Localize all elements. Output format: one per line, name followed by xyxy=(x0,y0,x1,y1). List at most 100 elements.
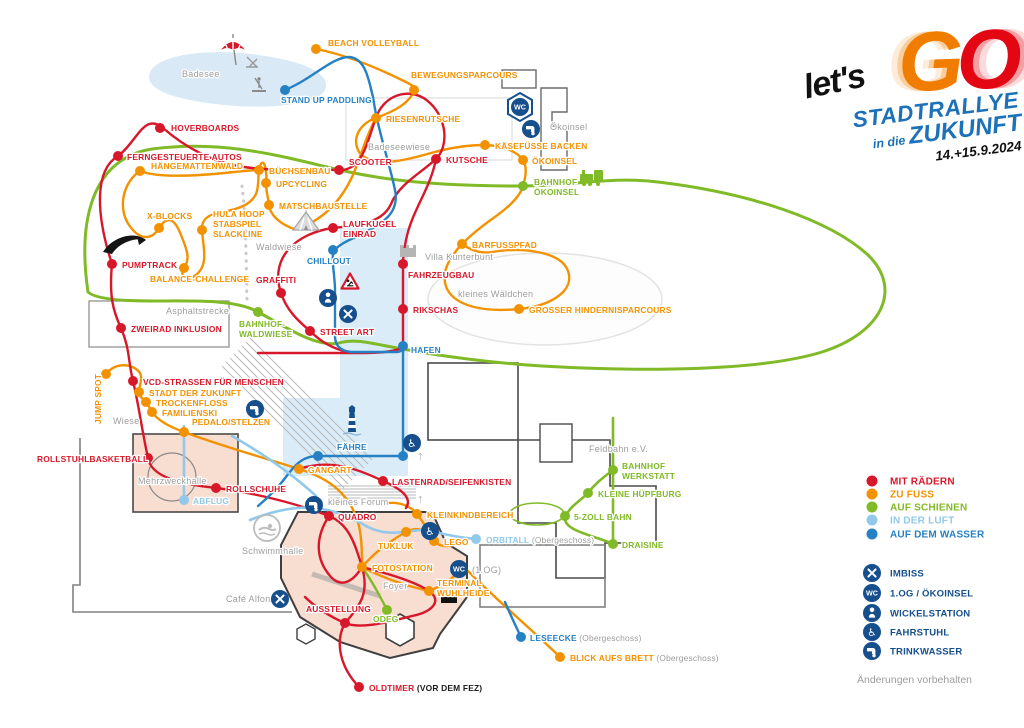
pumptrack-label: PUMPTRACK xyxy=(122,260,177,270)
feldbahn-building xyxy=(539,423,573,463)
lastenrad-seifenkisten-dot xyxy=(378,476,388,486)
legend-lightblue-dot xyxy=(866,514,878,526)
station-gangart: GANGART xyxy=(294,464,354,476)
places-layer: BadeseeBadeseewieseÖkoinselWaldwieseVill… xyxy=(112,68,649,605)
station-odeg: ODEG xyxy=(372,605,400,625)
villa-icon xyxy=(400,245,416,257)
place-asphaltstrecke: Asphaltstrecke xyxy=(166,306,229,316)
station-kleine-huepfburg: KLEINE HÜPFBURG xyxy=(583,488,683,500)
event-logo: let's GO STADTRALLYE in dieZUKUNFT 14.+1… xyxy=(790,11,1023,171)
wc-icon xyxy=(507,91,533,123)
station-leseecke: LESEECKE (Obergeschoss) xyxy=(516,632,643,644)
ausstellung-label: AUSSTELLUNG xyxy=(306,604,371,614)
station-grosser-hindernisparcours: GROSSER HINDERNISPARCOURS xyxy=(514,304,673,316)
station-jump-spot: JUMP SPOT xyxy=(92,369,111,425)
station-draisine: DRAISINE xyxy=(608,539,665,551)
station-fotostation: FOTOSTATION xyxy=(357,562,434,574)
legend-imbiss-label: IMBISS xyxy=(890,569,924,580)
legend-blue-dot xyxy=(866,528,878,540)
service-icons-layer xyxy=(246,91,540,609)
fotostation-dot xyxy=(357,562,367,572)
hoverboards-label: HOVERBOARDS xyxy=(171,123,239,133)
kutsche-label: KUTSCHE xyxy=(446,155,488,165)
balance-challenge-dot xyxy=(179,263,189,273)
wc-icon xyxy=(450,560,468,578)
legend-orange-label: ZU FUSS xyxy=(890,490,934,501)
place-kleines-waeldchen: kleines Wäldchen xyxy=(458,289,533,299)
fuenf-zoll-bahn-dot xyxy=(560,511,570,521)
route-terminal-loop xyxy=(303,565,437,627)
gangart-dot xyxy=(294,464,304,474)
odeg-label: ODEG xyxy=(373,614,398,624)
blick-aufs-brett-label: BLICK AUFS BRETT (Obergeschoss) xyxy=(570,653,719,663)
trail-dotted xyxy=(240,184,249,302)
fahrzeugbau-dot xyxy=(398,259,408,269)
legend-green-label: AUF SCHIENEN xyxy=(890,503,967,514)
station-scooter: SCOOTER xyxy=(334,156,393,175)
lighthouse-icon xyxy=(342,405,362,436)
oekoinsel-building xyxy=(540,87,568,171)
route-zu-fuss-scooter xyxy=(292,116,378,231)
imbiss-icon xyxy=(338,304,358,324)
abflug-label: ABFLUG xyxy=(193,496,229,506)
scooter-label: SCOOTER xyxy=(349,157,392,167)
place-feldbahn: Feldbahn e.V. xyxy=(589,444,648,454)
familienski-label: FAMILIENSKI xyxy=(162,408,217,418)
mehrzweckhalle-ring xyxy=(147,452,197,502)
wickelstation-icon xyxy=(319,289,337,307)
route-zu-fuss-links xyxy=(138,168,261,177)
rikschas-label: RIKSCHAS xyxy=(413,305,459,315)
route-zu-fuss-waeldchen xyxy=(443,242,571,312)
legend-route-blue: AUF DEM WASSER xyxy=(866,528,985,541)
station-trockenfloss: TROCKENFLOSS xyxy=(141,397,229,409)
route-orbitall xyxy=(248,506,478,541)
station-lastenrad-seifenkisten: LASTENRAD/SEIFENKISTEN xyxy=(378,476,512,488)
jump-spot-dot xyxy=(101,369,111,379)
station-haengemattenwald: HÄNGEMATTENWALD xyxy=(135,160,244,176)
faehre-dot xyxy=(313,451,323,461)
route-mit-raedern-nord xyxy=(98,92,446,354)
kleine-huepfburg-dot xyxy=(583,488,593,498)
station-faehre-ost xyxy=(398,451,408,461)
pedalo-stelzen-dot xyxy=(179,427,189,437)
route-in-der-luft-ramp xyxy=(230,434,318,498)
route-quadro-loop xyxy=(317,514,364,584)
station-abflug: ABFLUG xyxy=(179,495,230,507)
bewegungsparcours-building xyxy=(501,69,537,89)
fahrstuhl-icon xyxy=(403,434,421,452)
terminal-wuhlheide-dot xyxy=(424,586,434,596)
oldtimer-dot xyxy=(354,682,364,692)
fotostation-label: FOTOSTATION xyxy=(372,563,433,573)
place-badeseewiese: Badeseewiese xyxy=(368,142,430,152)
station-pumptrack: PUMPTRACK xyxy=(107,259,178,271)
leseecke-dot xyxy=(516,632,526,642)
street-art-label: STREET ART xyxy=(320,327,375,337)
rollschuhe-dot xyxy=(211,483,221,493)
trockenfloss-label: TROCKENFLOSS xyxy=(156,398,228,408)
station-orbitall: ORBITALL (Obergeschoss) xyxy=(471,534,595,546)
rikschas-dot xyxy=(398,304,408,314)
place-cafe-alfons: Café Alfons xyxy=(226,594,276,604)
route-auf-schienen-loop xyxy=(83,144,887,371)
riesenrutsche-dot xyxy=(371,113,381,123)
vcd-strassen-dot xyxy=(128,376,138,386)
pedalo-stelzen-label: PEDALO/STELZEN xyxy=(192,417,270,427)
haengemattenwald-label: HÄNGEMATTENWALD xyxy=(151,161,243,171)
lastenrad-seifenkisten-label: LASTENRAD/SEIFENKISTEN xyxy=(392,477,511,487)
station-stand-up-paddling: STAND UP PADDLING xyxy=(280,85,373,106)
station-kutsche: KUTSCHE xyxy=(431,154,489,166)
matschbaustelle-dot xyxy=(264,200,274,210)
imbiss-icon xyxy=(270,589,290,609)
kaesefuesse-backen-dot xyxy=(480,140,490,150)
bahnhof-waldwiese-label: BAHNHOF-WALDWIESE xyxy=(239,319,293,339)
kleine-huepfburg-label: KLEINE HÜPFBURG xyxy=(598,489,682,499)
station-bewegungsparcours: BEWEGUNGSPARCOURS xyxy=(409,69,519,95)
buildings-layer xyxy=(72,52,663,660)
train-icon xyxy=(580,170,603,186)
fez-roof-band xyxy=(311,571,381,599)
kleinkindbereich-dot xyxy=(412,509,422,519)
